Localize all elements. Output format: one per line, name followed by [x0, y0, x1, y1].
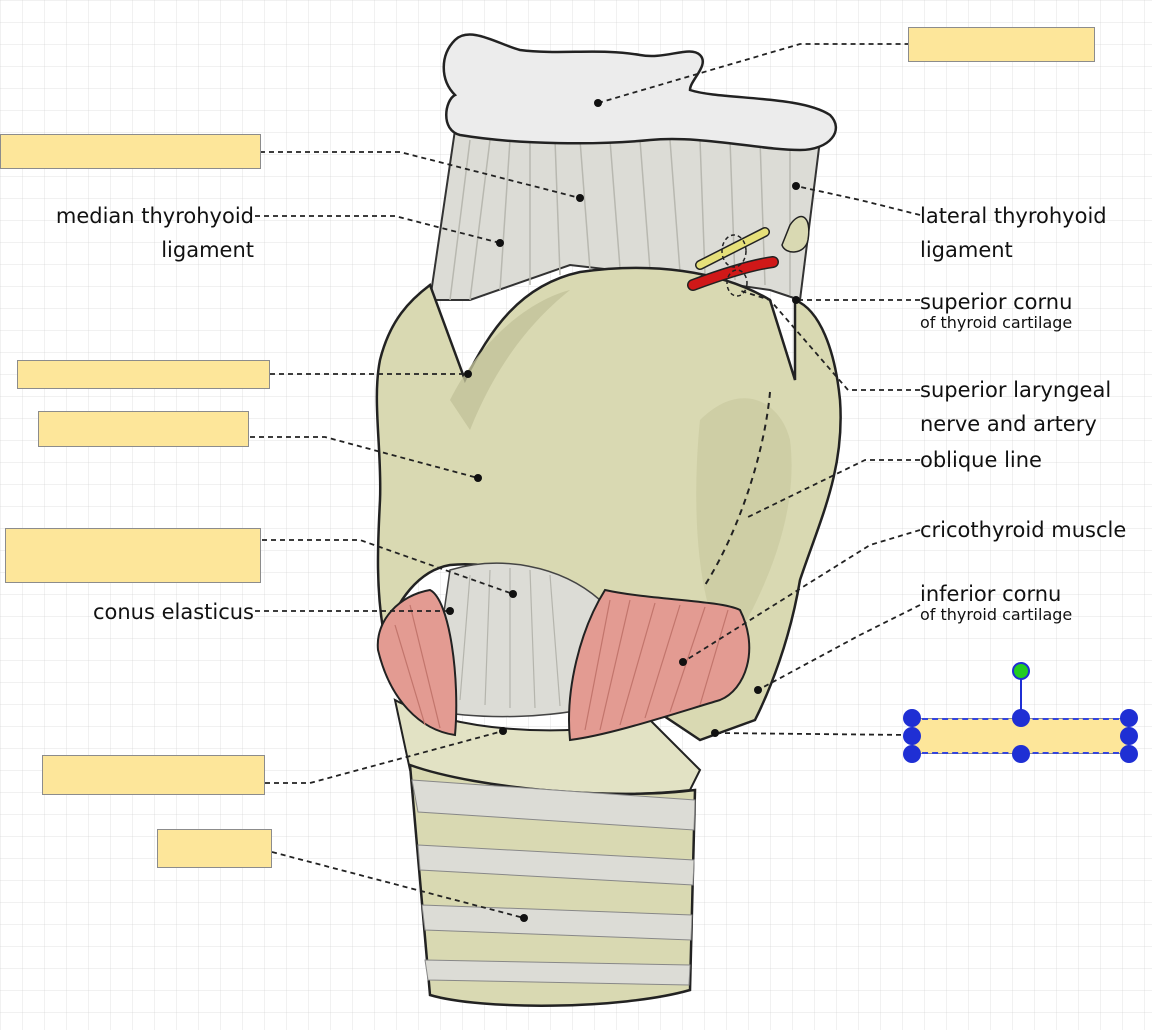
label-lateral-thyrohyoid-line2: ligament [920, 238, 1013, 262]
hyoid-bone [442, 33, 837, 152]
answer-box-thyroid-notch[interactable] [17, 360, 270, 389]
label-lateral-thyrohyoid: lateral thyrohyoid ligament [920, 199, 1107, 267]
thyroid-notch-shade [450, 290, 570, 430]
conus-fibers [459, 568, 561, 709]
label-superior-laryngeal-line1: superior laryngeal [920, 378, 1112, 402]
resize-handle-left[interactable] [903, 727, 921, 745]
label-cricothyroid-muscle: cricothyroid muscle [920, 513, 1126, 547]
label-inferior-cornu-sub: of thyroid cartilage [920, 605, 1073, 624]
resize-handle-bottom-left[interactable] [903, 745, 921, 763]
label-inferior-cornu: inferior cornu of thyroid cartilage [920, 577, 1072, 623]
resize-handle-top[interactable] [1012, 709, 1030, 727]
resize-handle-top-left[interactable] [903, 709, 921, 727]
label-superior-cornu: superior cornu of thyroid cartilage [920, 285, 1072, 331]
answer-box-cricothyroid-ligament[interactable] [5, 528, 261, 583]
label-conus-elasticus: conus elasticus [93, 595, 254, 629]
answer-box-trachea[interactable] [157, 829, 272, 868]
tracheal-rings [411, 779, 696, 986]
oblique-line-mark [704, 391, 771, 586]
resize-handle-bottom[interactable] [1012, 745, 1030, 763]
answer-box-thyroid-cartilage[interactable] [38, 411, 249, 447]
answer-box-hyoid[interactable] [908, 27, 1095, 62]
label-cricothyroid-muscle-text: cricothyroid muscle [920, 518, 1127, 542]
resize-handle-bottom-right[interactable] [1120, 745, 1138, 763]
label-superior-cornu-main: superior cornu [920, 290, 1073, 314]
label-lateral-thyrohyoid-line1: lateral thyrohyoid [920, 204, 1107, 228]
cricothyroid-muscle-right [568, 588, 751, 742]
label-inferior-cornu-main: inferior cornu [920, 582, 1062, 606]
answer-box-thyrohyoid-membrane[interactable] [0, 134, 261, 169]
label-superior-cornu-sub: of thyroid cartilage [920, 313, 1073, 332]
label-superior-laryngeal-line2: nerve and artery [920, 412, 1097, 436]
membrane-fibers [449, 139, 791, 301]
cricothyroid-muscle-left [376, 588, 458, 737]
leader-dots [446, 99, 800, 922]
label-conus-elasticus-text: conus elasticus [92, 600, 254, 624]
label-oblique-line-text: oblique line [920, 448, 1042, 472]
label-superior-laryngeal: superior laryngeal nerve and artery [920, 373, 1111, 441]
triticeous-cartilage [781, 215, 810, 253]
resize-handle-top-right[interactable] [1120, 709, 1138, 727]
label-oblique-line: oblique line [920, 443, 1042, 477]
resize-handle-right[interactable] [1120, 727, 1138, 745]
answer-box-cricoid-cartilage[interactable] [42, 755, 265, 795]
leader-lines [250, 43, 921, 919]
muscle-fibers [394, 599, 729, 731]
label-median-thyrohyoid: median thyrohyoid ligament [56, 199, 254, 267]
label-median-thyrohyoid-line2: ligament [161, 238, 254, 262]
label-median-thyrohyoid-line1: median thyrohyoid [55, 204, 254, 228]
rotate-handle[interactable] [1012, 662, 1030, 680]
thyroid-shading [696, 398, 792, 650]
